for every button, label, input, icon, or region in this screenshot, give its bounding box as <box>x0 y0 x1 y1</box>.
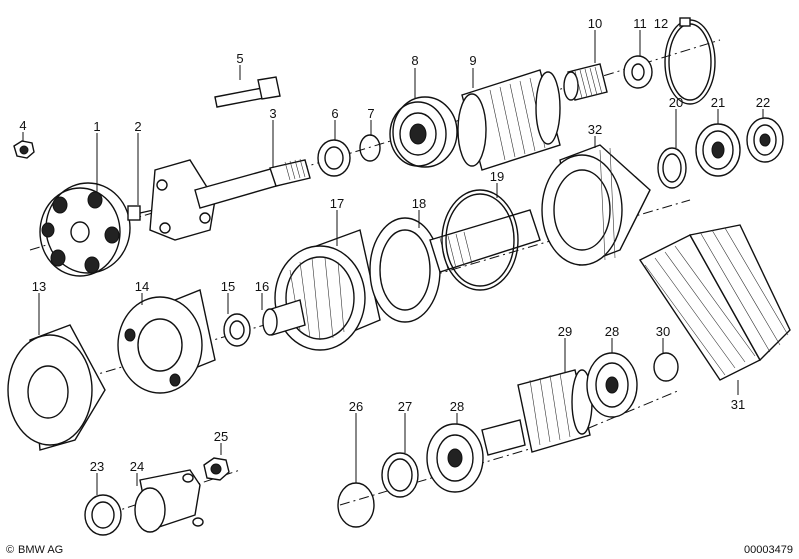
part-13-drum <box>7 324 106 451</box>
callout-10: 10 <box>588 16 602 31</box>
callout-6: 6 <box>331 106 338 121</box>
part-22-bearing <box>746 117 784 163</box>
callout-32: 32 <box>588 122 602 137</box>
callout-15: 15 <box>221 279 235 294</box>
callout-25: 25 <box>214 429 228 444</box>
callout-2: 2 <box>134 119 141 134</box>
part-31-chain <box>638 224 791 381</box>
part-12-circlip <box>664 17 716 105</box>
part-25-nut <box>203 457 230 481</box>
callout-31: 31 <box>731 397 745 412</box>
part-3-shaft-flange <box>149 158 311 241</box>
part-19-circlip <box>441 189 519 291</box>
part-8-bearing <box>389 96 458 168</box>
part-14-planet-carrier <box>117 289 216 394</box>
callout-5: 5 <box>236 51 243 66</box>
leader-lines <box>22 30 764 495</box>
callout-14: 14 <box>135 279 149 294</box>
brand-label: BMW AG <box>18 544 63 556</box>
callout-16: 16 <box>255 279 269 294</box>
callout-26: 26 <box>349 399 363 414</box>
copyright-symbol: © <box>6 544 14 556</box>
callout-21: 21 <box>711 95 725 110</box>
callout-3: 3 <box>269 106 276 121</box>
callout-18: 18 <box>412 196 426 211</box>
part-29-gear-shaft <box>481 369 593 456</box>
part-21-bearing <box>695 123 741 177</box>
callout-30: 30 <box>656 324 670 339</box>
part-5-bolt <box>214 76 281 108</box>
callout-28-lower: 28 <box>450 399 464 414</box>
callout-29: 29 <box>558 324 572 339</box>
callout-27: 27 <box>398 399 412 414</box>
part-11-washer <box>623 55 653 89</box>
callout-4: 4 <box>19 118 26 133</box>
part-27-ring <box>381 452 419 498</box>
callout-labels: 1 2 3 4 5 6 7 8 9 10 11 12 13 14 15 16 1… <box>19 16 770 474</box>
callout-7: 7 <box>367 106 374 121</box>
callout-9: 9 <box>469 53 476 68</box>
callout-22: 22 <box>756 95 770 110</box>
part-28-upper-bearing <box>586 352 638 418</box>
part-16-sleeve <box>262 299 306 336</box>
part-26-circlip <box>337 482 375 528</box>
drawing-number: 00003479 <box>744 544 793 556</box>
part-24-flange <box>134 469 204 533</box>
callout-12: 12 <box>654 16 668 31</box>
callout-13: 13 <box>32 279 46 294</box>
part-32-drum <box>541 144 651 266</box>
part-9-gear <box>457 69 561 171</box>
callout-1: 1 <box>93 119 100 134</box>
part-7-circlip <box>359 134 381 162</box>
callout-24: 24 <box>130 459 144 474</box>
callout-8: 8 <box>411 53 418 68</box>
callout-19: 19 <box>490 169 504 184</box>
callout-28-upper: 28 <box>605 324 619 339</box>
part-30-plug <box>653 352 679 382</box>
footer: © BMW AG 00003479 <box>6 544 793 556</box>
callout-20: 20 <box>669 95 683 110</box>
part-15-ring <box>223 313 251 347</box>
callout-23: 23 <box>90 459 104 474</box>
part-10-needle-bearing <box>563 63 608 101</box>
callout-17: 17 <box>330 196 344 211</box>
part-17-ring-gear <box>274 229 381 351</box>
part-4-nut <box>13 140 35 159</box>
part-18-gear-shaft <box>369 209 541 323</box>
part-23-seal <box>84 494 122 536</box>
part-28-lower-bearing <box>426 423 484 493</box>
part-6-seal <box>317 139 351 177</box>
callout-11: 11 <box>633 16 647 31</box>
part-1-flex-disc <box>39 182 131 277</box>
part-20-ring <box>657 147 687 189</box>
